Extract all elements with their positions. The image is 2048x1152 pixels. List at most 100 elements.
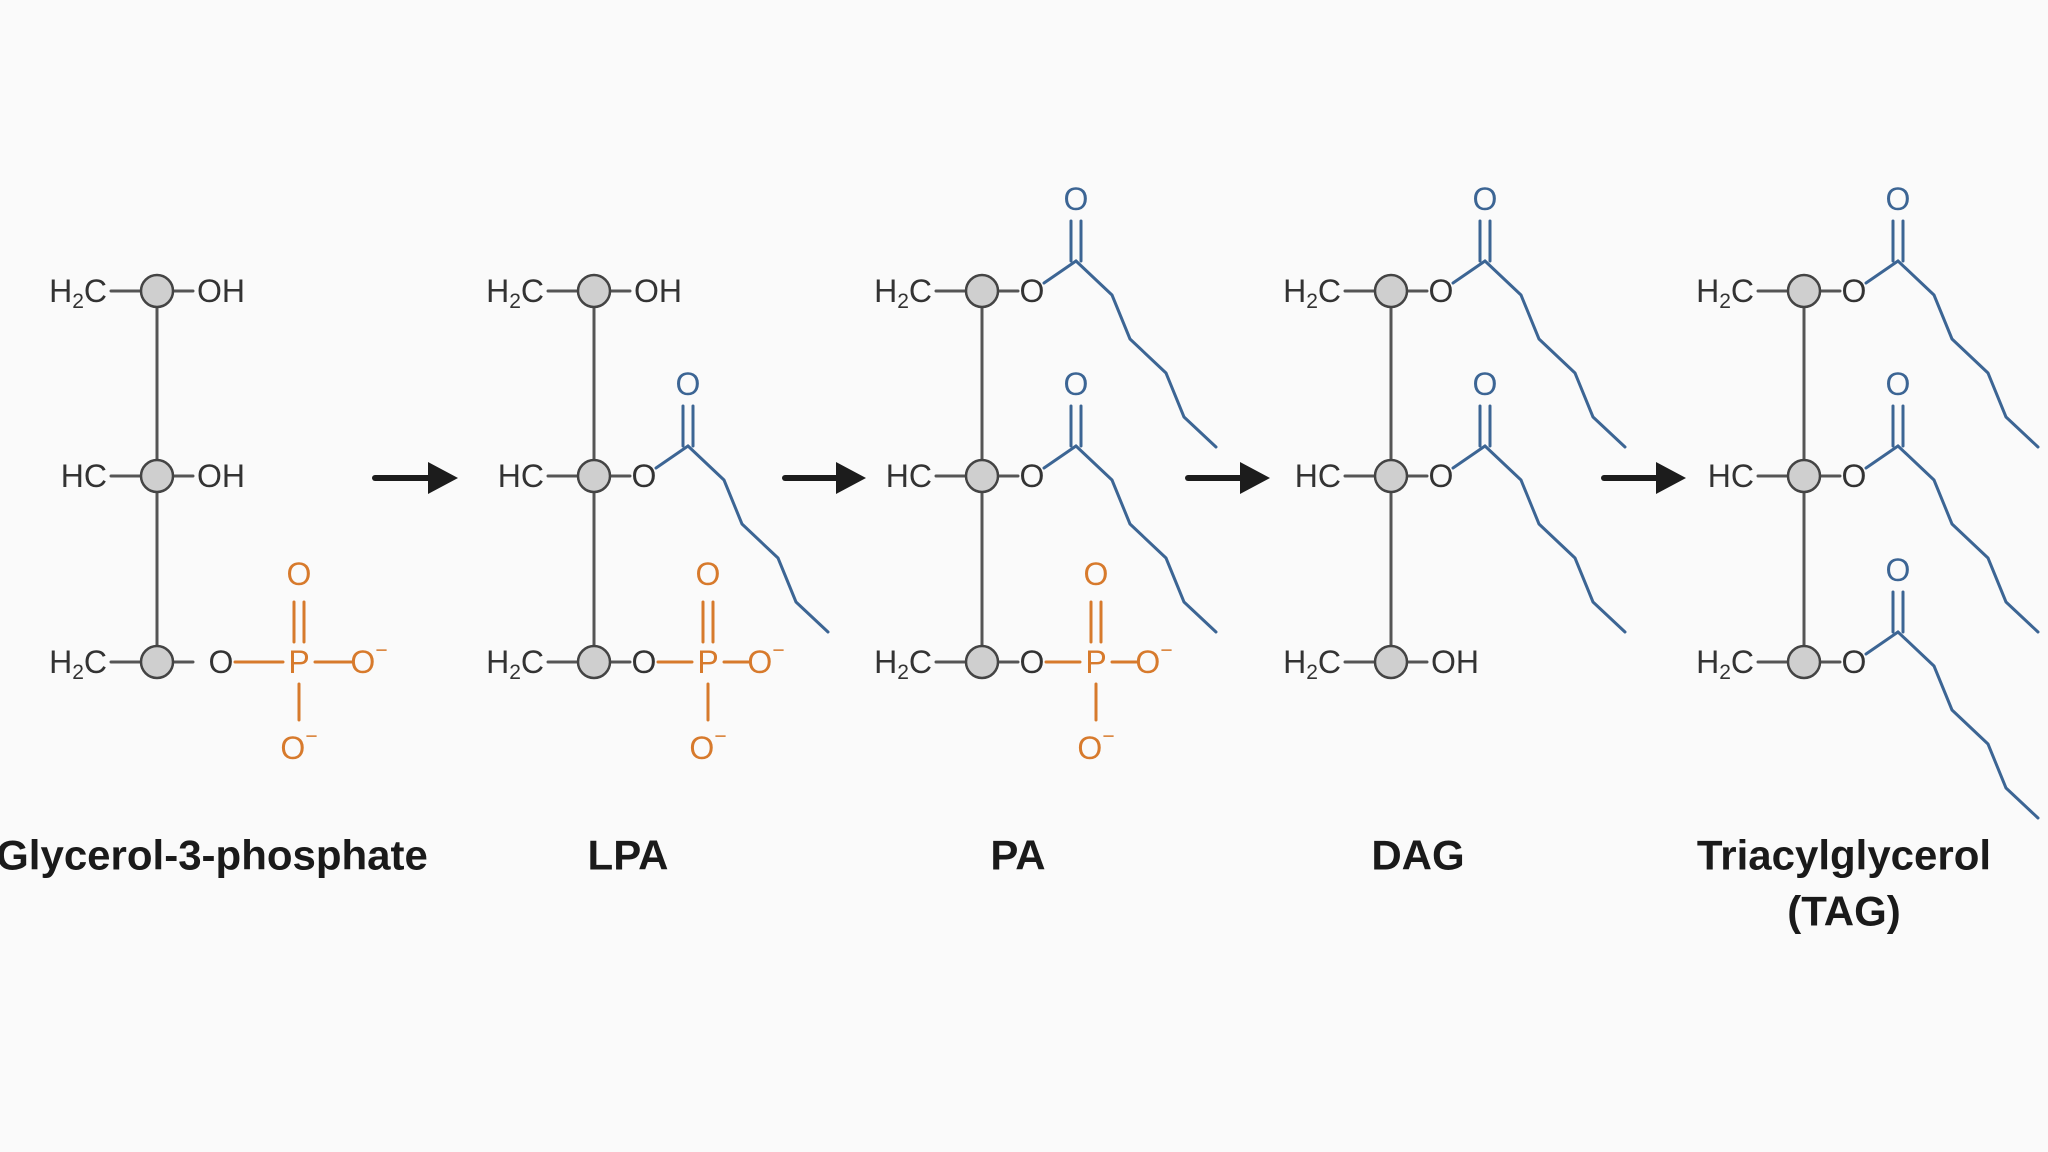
fatty-acyl-chain: [1896, 630, 2040, 820]
ester-bond: [1864, 259, 1900, 285]
phosphate-oxygen-anion: O−: [1135, 639, 1172, 681]
ester-bond: [1864, 444, 1900, 470]
fatty-acyl-chain: [1074, 444, 1218, 634]
phosphate-oxygen-anion: O−: [689, 725, 726, 767]
carbon-node-3: [576, 644, 612, 680]
phosphorus-atom: P: [1085, 644, 1106, 680]
carbon-node-1: [139, 273, 175, 309]
stage-caption-5: (TAG): [1787, 888, 1901, 935]
stage-caption-5: Triacylglycerol: [1697, 832, 1991, 879]
hydroxyl-group: OH: [197, 273, 245, 309]
h2c-label-1: H2C: [1283, 273, 1341, 313]
carbon-node-3: [139, 644, 175, 680]
stage-caption-4: DAG: [1371, 832, 1464, 879]
hc-label: HC: [1708, 458, 1754, 494]
h2c-label-3: H2C: [1283, 644, 1341, 684]
phosphate-oxygen-anion: O−: [280, 725, 317, 767]
fatty-acyl-chain: [1896, 259, 2040, 449]
carbon-node-2: [964, 458, 1000, 494]
ester-bond: [654, 444, 690, 470]
phosphate-ester-oxygen: O: [632, 644, 657, 680]
hc-label: HC: [498, 458, 544, 494]
phosphate-oxygen-anion: O−: [350, 639, 387, 681]
phosphate-ester-oxygen: O: [1020, 644, 1045, 680]
carbon-node-3: [1786, 644, 1822, 680]
reaction-arrow-2: [782, 462, 866, 494]
ester-oxygen: O: [1842, 273, 1867, 309]
carbonyl-oxygen: O: [1886, 366, 1911, 402]
h2c-label-1: H2C: [1696, 273, 1754, 313]
carbon-node-3: [1373, 644, 1409, 680]
phosphorus-atom: P: [697, 644, 718, 680]
arrow-head: [1240, 462, 1270, 494]
fatty-acyl-chain: [1074, 259, 1218, 449]
hc-label: HC: [61, 458, 107, 494]
h2c-label-3: H2C: [486, 644, 544, 684]
carbon-node-2: [1373, 458, 1409, 494]
carbon-node-1: [1786, 273, 1822, 309]
phosphate-ester-oxygen: O: [209, 644, 234, 680]
carbon-node-1: [576, 273, 612, 309]
fatty-acyl-chain: [1483, 444, 1627, 634]
carbonyl-oxygen: O: [1064, 366, 1089, 402]
ester-bond: [1451, 259, 1487, 285]
carbon-node-2: [139, 458, 175, 494]
h2c-label-3: H2C: [1696, 644, 1754, 684]
phosphorus-atom: P: [288, 644, 309, 680]
ester-bond: [1042, 259, 1078, 285]
phosphoryl-oxygen: O: [696, 556, 721, 592]
hydroxyl-group: OH: [197, 458, 245, 494]
carbon-node-1: [1373, 273, 1409, 309]
h2c-label-3: H2C: [874, 644, 932, 684]
carbonyl-oxygen: O: [1473, 181, 1498, 217]
molecule-stage-1: H2C OH HC OH H2C O P O O− O−: [49, 273, 387, 766]
stage-caption-3: PA: [990, 832, 1045, 879]
phosphate-oxygen-anion: O−: [747, 639, 784, 681]
carbon-node-1: [964, 273, 1000, 309]
arrow-head: [428, 462, 458, 494]
ester-bond: [1042, 444, 1078, 470]
molecule-stage-2: H2C OH HC O O H2C O P O O− O−: [486, 273, 830, 767]
h2c-label-3: H2C: [49, 644, 107, 684]
molecule-stage-3: H2C O O HC O O H2C O P O O− O−: [874, 181, 1218, 767]
carbon-node-2: [1786, 458, 1822, 494]
carbon-node-2: [576, 458, 612, 494]
fatty-acyl-chain: [1896, 444, 2040, 634]
carbonyl-oxygen: O: [1886, 181, 1911, 217]
h2c-label-1: H2C: [874, 273, 932, 313]
carbon-node-3: [964, 644, 1000, 680]
phosphoryl-oxygen: O: [287, 556, 312, 592]
hydroxyl-group: OH: [634, 273, 682, 309]
ester-oxygen: O: [632, 458, 657, 494]
fatty-acyl-chain: [686, 444, 830, 634]
h2c-label-1: H2C: [49, 273, 107, 313]
arrow-head: [836, 462, 866, 494]
stage-caption-1: Glycerol-3-phosphate: [0, 832, 428, 879]
hc-label: HC: [886, 458, 932, 494]
hydroxyl-group: OH: [1431, 644, 1479, 680]
ester-oxygen: O: [1842, 644, 1867, 680]
carbonyl-oxygen: O: [1064, 181, 1089, 217]
ester-oxygen: O: [1429, 458, 1454, 494]
carbonyl-oxygen: O: [676, 366, 701, 402]
carbonyl-oxygen: O: [1473, 366, 1498, 402]
ester-oxygen: O: [1020, 458, 1045, 494]
reaction-arrow-4: [1601, 462, 1686, 494]
reaction-arrow-1: [372, 462, 458, 494]
ester-oxygen: O: [1429, 273, 1454, 309]
arrow-head: [1656, 462, 1686, 494]
carbonyl-oxygen: O: [1886, 552, 1911, 588]
fatty-acyl-chain: [1483, 259, 1627, 449]
reaction-arrow-3: [1185, 462, 1270, 494]
ester-oxygen: O: [1842, 458, 1867, 494]
stage-caption-2: LPA: [588, 832, 669, 879]
phosphoryl-oxygen: O: [1084, 556, 1109, 592]
phosphate-oxygen-anion: O−: [1077, 725, 1114, 767]
h2c-label-1: H2C: [486, 273, 544, 313]
ester-bond: [1864, 630, 1900, 656]
ester-oxygen: O: [1020, 273, 1045, 309]
molecule-stage-5: H2C O O HC O O H2C O O: [1696, 181, 2040, 820]
ester-bond: [1451, 444, 1487, 470]
